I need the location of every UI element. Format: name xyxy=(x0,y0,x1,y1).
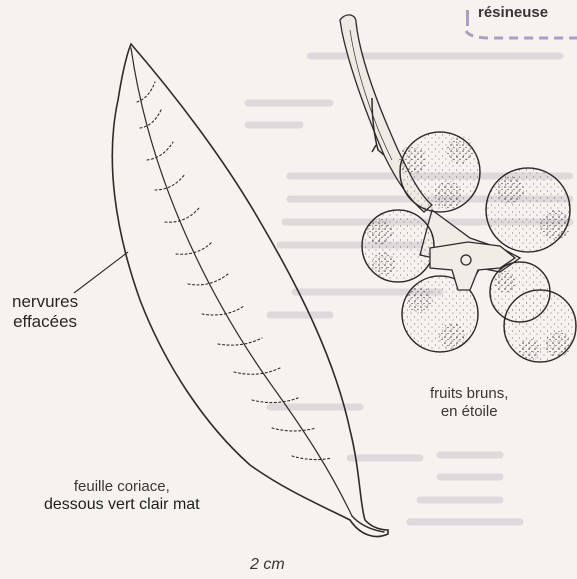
leaf-veins xyxy=(137,82,332,460)
leaf-label: feuille coriace, dessous vert clair mat xyxy=(44,478,200,515)
tag-bar xyxy=(466,10,469,26)
resin-tag-label: résineuse xyxy=(478,4,548,22)
fruit-label-line-2: en étoile xyxy=(430,403,508,421)
fruit-label: fruits bruns, en étoile xyxy=(430,385,508,420)
leaf-midrib xyxy=(131,48,352,516)
leaf-label-line-1: feuille coriace, xyxy=(44,478,200,496)
veins-label-line-1: nervures xyxy=(12,292,78,312)
fruit-star-hub xyxy=(461,255,471,265)
leaf-label-line-2: dessous vert clair mat xyxy=(44,496,200,515)
scale-label: 2 cm xyxy=(250,556,285,575)
fruit-label-line-1: fruits bruns, xyxy=(430,385,508,403)
tag-dashed-border xyxy=(466,31,577,38)
fruit-cluster-drawing xyxy=(340,15,576,362)
veins-label-line-2: effacées xyxy=(12,312,78,332)
nervures-leader-line xyxy=(74,252,128,293)
veins-label: nervures effacées xyxy=(12,292,78,332)
